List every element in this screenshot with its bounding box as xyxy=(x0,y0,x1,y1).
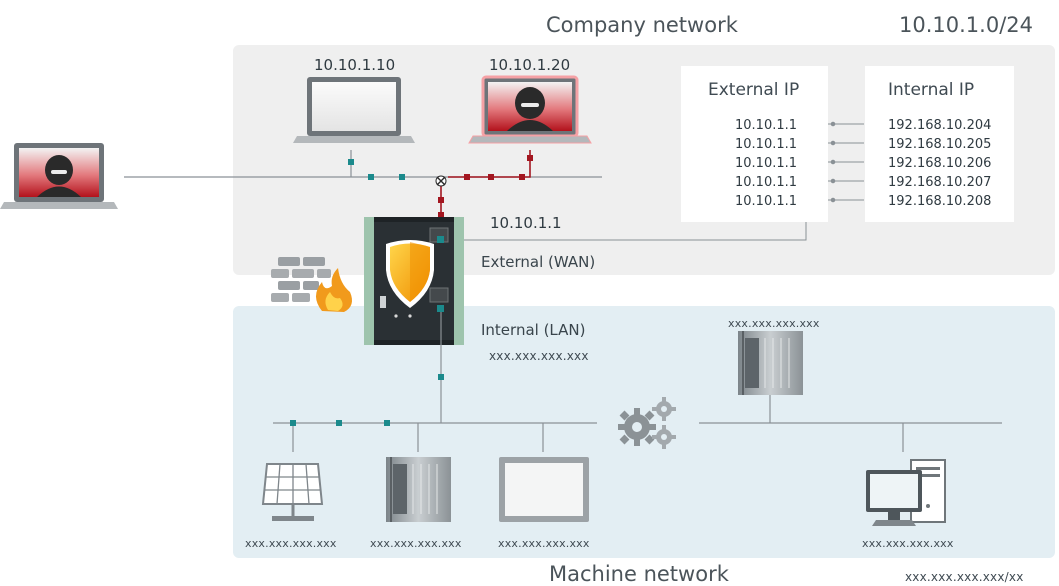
device-ip-label: xxx.xxx.xxx.xxx xyxy=(728,317,820,330)
host-ip-label: 10.10.1.20 xyxy=(489,56,571,74)
solar-panel-icon xyxy=(261,463,324,521)
machine-network-title: Machine network xyxy=(549,562,729,586)
firewall-gateway-icon xyxy=(364,217,464,345)
gears-icon xyxy=(618,397,676,449)
gateway-wan-ip: 10.10.1.1 xyxy=(490,214,562,232)
machine-bus-markers xyxy=(290,420,390,426)
plc-icon xyxy=(738,331,803,395)
secure-link-markers xyxy=(348,150,405,180)
nat-internal-header: Internal IP xyxy=(888,80,975,100)
gateway-lan-label: Internal (LAN) xyxy=(481,321,586,339)
nat-external-cell: 10.10.1.1 xyxy=(735,137,798,152)
nat-internal-cell: 192.168.10.206 xyxy=(888,156,992,171)
device-ip-label: xxx.xxx.xxx.xxx xyxy=(370,537,462,550)
gateway-port-markers xyxy=(437,236,444,312)
nat-external-panel xyxy=(681,66,828,222)
machine-bus-line xyxy=(273,395,1002,452)
laptop-icon xyxy=(293,77,415,143)
company-subnet: 10.10.1.0/24 xyxy=(899,13,1033,37)
company-network-title: Company network xyxy=(546,13,738,37)
gateway-wan-label: External (WAN) xyxy=(481,253,596,271)
nat-external-cell: 10.10.1.1 xyxy=(735,118,798,133)
workstation-icon xyxy=(866,459,946,526)
firewall-bricks-icon xyxy=(271,257,352,312)
lan-trunk-markers xyxy=(438,374,444,380)
nat-internal-cell: 192.168.10.204 xyxy=(888,118,992,133)
device-ip-label: xxx.xxx.xxx.xxx xyxy=(245,537,337,550)
nat-external-header: External IP xyxy=(708,80,800,100)
plc-icon xyxy=(386,457,451,522)
hacker-laptop-icon xyxy=(468,75,592,144)
nat-external-cell: 10.10.1.1 xyxy=(735,156,798,171)
nat-mapping-connectors xyxy=(440,121,864,241)
machine-subnet: xxx.xxx.xxx.xxx/xx xyxy=(905,570,1024,584)
nat-internal-cell: 192.168.10.208 xyxy=(888,194,992,209)
device-ip-label: xxx.xxx.xxx.xxx xyxy=(862,537,954,550)
nat-external-cell: 10.10.1.1 xyxy=(735,175,798,190)
nat-internal-cell: 192.168.10.205 xyxy=(888,137,992,152)
hmi-panel-icon xyxy=(499,457,589,522)
device-ip-label: xxx.xxx.xxx.xxx xyxy=(498,537,590,550)
nat-internal-panel xyxy=(865,66,1014,222)
gateway-lan-ip: xxx.xxx.xxx.xxx xyxy=(489,349,589,363)
host-ip-label: 10.10.1.10 xyxy=(314,56,396,74)
nat-external-cell: 10.10.1.1 xyxy=(735,194,798,209)
nat-internal-cell: 192.168.10.207 xyxy=(888,175,992,190)
hacker-laptop-icon xyxy=(0,143,118,209)
